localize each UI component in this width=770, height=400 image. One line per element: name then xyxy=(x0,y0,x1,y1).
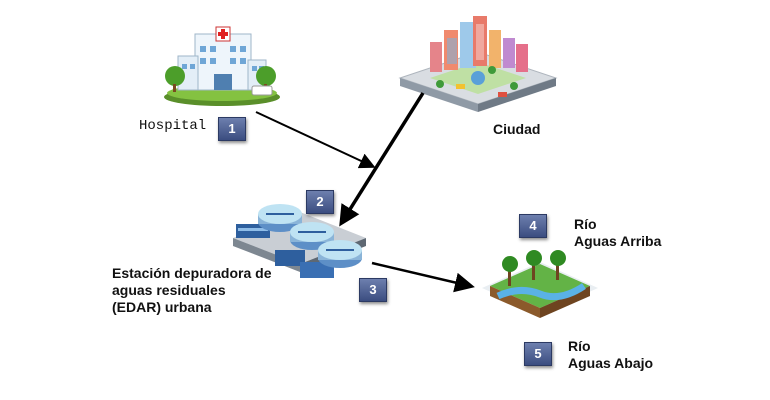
wastewater-plant-icon xyxy=(233,204,366,278)
edar-label-line-2: aguas residuales xyxy=(112,282,226,298)
hospital-icon xyxy=(164,26,280,106)
river-upstream-label: Río Aguas Arriba xyxy=(574,216,661,250)
arrow-edar-to-river xyxy=(371,261,475,293)
edar-label: Estación depuradora de aguas residuales … xyxy=(112,265,271,316)
river-downstream-label: Río Aguas Abajo xyxy=(568,338,653,372)
edar-label-line-3: (EDAR) urbana xyxy=(112,299,212,315)
step-badge-4: 4 xyxy=(519,214,547,238)
river-upstream-line-1: Río xyxy=(574,216,597,232)
arrow-hospital-to-edar xyxy=(255,111,376,169)
river-upstream-line-2: Aguas Arriba xyxy=(574,233,662,249)
city-icon xyxy=(398,16,558,112)
edar-label-line-1: Estación depuradora de xyxy=(112,265,272,281)
river-landscape-icon xyxy=(482,250,598,318)
step-badge-3: 3 xyxy=(359,278,387,302)
step-badge-5: 5 xyxy=(524,342,552,366)
step-badge-2: 2 xyxy=(306,190,334,214)
river-downstream-line-2: Aguas Abajo xyxy=(568,355,654,371)
river-downstream-line-1: Río xyxy=(568,338,591,354)
step-badge-1: 1 xyxy=(218,117,246,141)
arrow-city-to-edar xyxy=(339,92,425,227)
hospital-label: Hospital xyxy=(139,118,207,134)
city-label: Ciudad xyxy=(493,121,541,137)
